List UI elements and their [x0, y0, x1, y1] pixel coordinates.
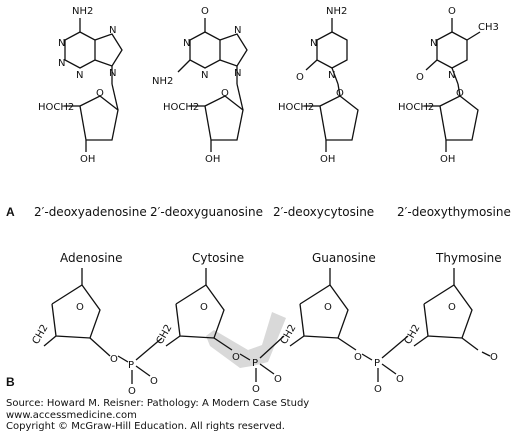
- phosphate-bridge-3: [361, 335, 409, 382]
- ring-atom-label: N: [310, 38, 317, 49]
- base-label-thymosine: Thymosine: [435, 251, 502, 265]
- source-url: www.accessmedicine.com: [6, 410, 137, 421]
- ring-oxygen-label: O: [448, 302, 456, 313]
- substituent-label: O: [296, 72, 304, 83]
- sugar-oxygen-label: O: [456, 88, 464, 99]
- sugar-oxygen-label: O: [221, 88, 229, 99]
- phosphorus-label: P: [374, 358, 380, 369]
- phosphorus-label: P: [252, 358, 258, 369]
- backbone-sugar-4: [413, 268, 479, 351]
- substituent-label: O: [448, 6, 456, 17]
- nucleoside-label: 2′-deoxyadenosine: [34, 205, 147, 219]
- ring-atom-label: N: [328, 70, 335, 81]
- phosphate-oxygen-label: O: [252, 384, 260, 395]
- copyright-notice: Copyright © McGraw-Hill Education. All r…: [6, 421, 285, 432]
- ring-atom-label: N: [58, 58, 65, 69]
- ring-atom-label: N: [183, 38, 190, 49]
- sugar-hoch2-label: HOCH2: [163, 102, 199, 113]
- substituent-label: NH2: [152, 76, 173, 87]
- ring-atom-label: N: [430, 38, 437, 49]
- sugar-oh-label: OH: [80, 154, 95, 165]
- panel-b-marker: B: [6, 375, 15, 389]
- ring-atom-label: N: [201, 70, 208, 81]
- ring-atom-label: N: [234, 25, 241, 36]
- substituent-label: O: [201, 6, 209, 17]
- terminal-oxygen-label: O: [490, 352, 498, 363]
- phosphodiester-highlight: [206, 312, 286, 368]
- sugar-oxygen-label: O: [336, 88, 344, 99]
- sugar-hoch2-label: HOCH2: [398, 102, 434, 113]
- ring-oxygen-label: O: [200, 302, 208, 313]
- sugar-hoch2-label: HOCH2: [38, 102, 74, 113]
- ring-atom-label: N: [109, 25, 116, 36]
- sugar-hoch2-label: HOCH2: [278, 102, 314, 113]
- base-label-cytosine: Cytosine: [192, 251, 244, 265]
- ring-atom-label: N: [234, 68, 241, 79]
- ring-atom-label: N: [58, 38, 65, 49]
- ring-atom-label: N: [448, 70, 455, 81]
- nucleoside-label: 2′-deoxythymosine: [397, 205, 511, 219]
- nucleoside-deoxythymosine: [424, 18, 481, 152]
- ring-oxygen-label: O: [76, 302, 84, 313]
- bridge-oxygen-label: O: [354, 352, 362, 363]
- ch2-label: CH2: [155, 323, 175, 347]
- nucleoside-label: 2′-deoxycytosine: [273, 205, 374, 219]
- base-label-guanosine: Guanosine: [312, 251, 376, 265]
- bridge-oxygen-label: O: [232, 352, 240, 363]
- backbone-sugar-1: [43, 268, 111, 357]
- phosphate-oxygen-label: O: [396, 374, 404, 385]
- phosphate-bridge-1: [117, 337, 163, 384]
- ring-oxygen-label: O: [324, 302, 332, 313]
- substituent-label: NH2: [72, 6, 93, 17]
- sugar-oxygen-label: O: [96, 88, 104, 99]
- backbone-sugar-3: [289, 268, 357, 351]
- sugar-oh-label: OH: [440, 154, 455, 165]
- phosphate-oxygen-label: O: [274, 374, 282, 385]
- nucleoside-deoxyadenosine: [64, 18, 123, 152]
- phosphate-oxygen-label: O: [128, 386, 136, 397]
- sugar-oh-label: OH: [205, 154, 220, 165]
- source-citation: Source: Howard M. Reisner: Pathology: A …: [6, 398, 310, 409]
- phosphate-bridge-2: [239, 335, 285, 382]
- phosphate-oxygen-label: O: [374, 384, 382, 395]
- ch2-label: CH2: [403, 323, 423, 347]
- base-label-adenosine: Adenosine: [60, 251, 123, 265]
- bridge-oxygen-label: O: [110, 354, 118, 365]
- nucleoside-label: 2′-deoxyguanosine: [150, 205, 263, 219]
- phosphate-oxygen-label: O: [150, 376, 158, 387]
- substituent-label: NH2: [326, 6, 347, 17]
- backbone-sugar-2: [165, 268, 233, 351]
- ring-atom-label: N: [76, 70, 83, 81]
- substituent-label: CH3: [478, 22, 499, 33]
- phosphorus-label: P: [128, 360, 134, 371]
- ring-atom-label: N: [109, 68, 116, 79]
- substituent-label: O: [416, 72, 424, 83]
- nucleoside-deoxyguanosine: [177, 18, 248, 152]
- panel-a-marker: A: [6, 205, 15, 219]
- sugar-oh-label: OH: [320, 154, 335, 165]
- nucleoside-deoxycytosine: [304, 18, 359, 152]
